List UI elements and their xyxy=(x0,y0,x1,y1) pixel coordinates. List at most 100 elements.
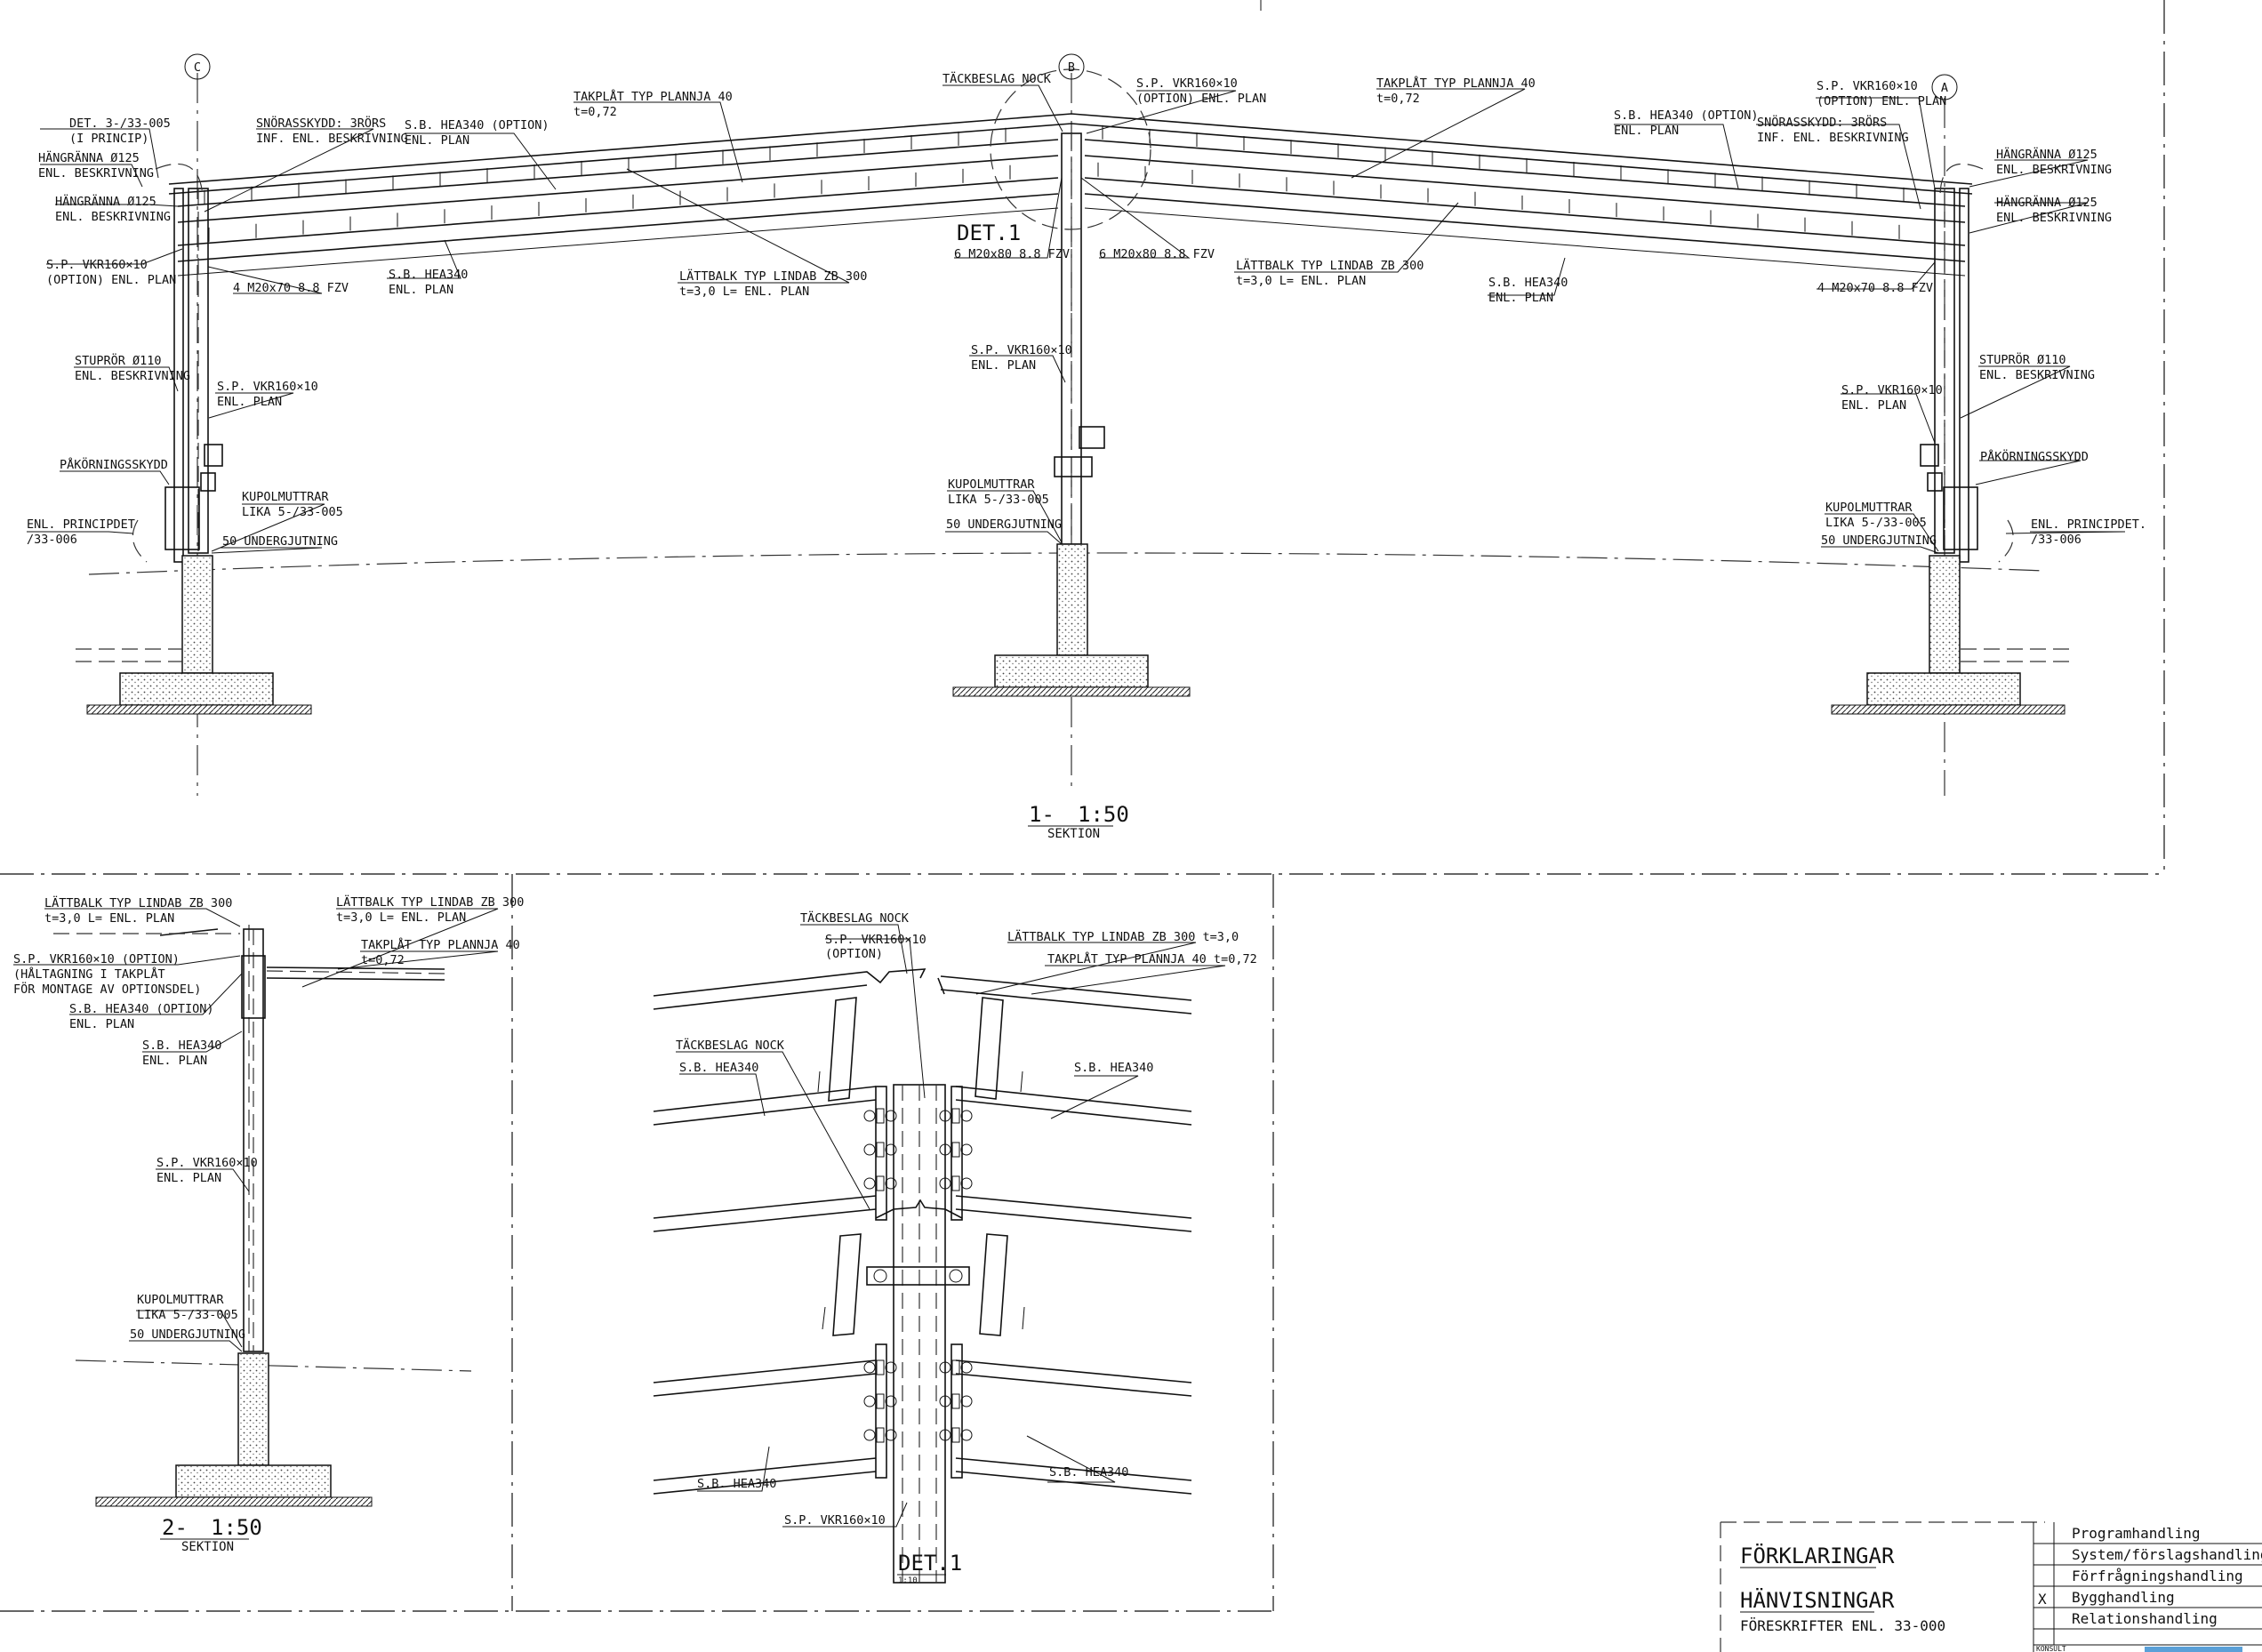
label-kupolmuttrar: KUPOLMUTTRAR xyxy=(948,477,1035,492)
label-hangranna: HÄNGRÄNNA Ø125 xyxy=(38,149,140,165)
label-tackbeslag: TÄCKBESLAG NOCK xyxy=(800,910,910,926)
bolt xyxy=(939,1177,951,1190)
label-enl-plan: ENL. PLAN xyxy=(217,395,282,409)
svg-text:1:10: 1:10 xyxy=(898,1576,918,1585)
bolt xyxy=(863,1110,876,1122)
section-1-labels: DET. 3-/33-005 (I PRINCIP) HÄNGRÄNNA Ø12… xyxy=(27,70,2146,549)
label-sp-vkr: S.P. VKR160×10 xyxy=(1817,79,1918,93)
bolt xyxy=(949,1269,963,1283)
label-sb-hea340: S.B. HEA340 xyxy=(142,1039,221,1053)
label-enl-plan: ENL. PLAN xyxy=(971,358,1036,373)
label-takplat: TAKPLÅT TYP PLANNJA 40 t=0,72 xyxy=(1047,951,1257,966)
bolt-nut xyxy=(876,1359,885,1375)
label-lattbalk-desc: t=3,0 L= ENL. PLAN xyxy=(44,911,174,926)
detail-1-labels: TÄCKBESLAG NOCK S.P. VKR160×10 (OPTION) … xyxy=(676,910,1257,1528)
grid-bubble-b: B xyxy=(1058,53,1085,80)
bolt-nut xyxy=(876,1427,885,1443)
title-block: FÖRKLARINGAR HÄNVISNINGAR FÖRESKRIFTER E… xyxy=(1720,1521,2262,1652)
svg-text:2-: 2- xyxy=(162,1515,188,1540)
label-principdet: ENL. PRINCIPDET. xyxy=(2031,517,2146,532)
legend-foreskrifter: FÖRESKRIFTER ENL. 33-000 xyxy=(1740,1617,1945,1634)
bolt-nut xyxy=(876,1142,885,1158)
bolt xyxy=(873,1269,887,1283)
label-takplat: TAKPLÅT TYP PLANNJA 40 xyxy=(361,937,520,952)
label-sb-hea340-option: S.B. HEA340 (OPTION) xyxy=(405,118,549,132)
label-lattbalk: LÄTTBALK TYP LINDAB ZB 300 xyxy=(44,894,232,910)
label-undergjutning: 50 UNDERGJUTNING xyxy=(1821,533,1937,548)
label-det1-callout: DET.1 xyxy=(957,221,1021,245)
label-stupror-desc: ENL. BESKRIVNING xyxy=(75,369,190,383)
label-hangranna: HÄNGRÄNNA Ø125 xyxy=(55,193,156,209)
label-bolts: 6 M20x80 8.8 FZV xyxy=(1099,247,1215,261)
label-kupolmuttrar-ref: LIKA 5-/33-005 xyxy=(948,493,1049,507)
stage-label: Förfrågningshandling xyxy=(2072,1568,2243,1584)
label-sp-vkr-desc: (OPTION) ENL. PLAN xyxy=(46,273,176,287)
detail-1-title: DET.1 1:10 xyxy=(897,1551,962,1585)
label-enl-plan: ENL. PLAN xyxy=(156,1171,221,1185)
label-tackbeslag: TÄCKBESLAG NOCK xyxy=(942,70,1052,86)
label-enl-plan: ENL. PLAN xyxy=(389,283,453,297)
label-hangranna: HÄNGRÄNNA Ø125 xyxy=(1996,194,2098,210)
bolt-nut xyxy=(951,1175,960,1191)
bolt xyxy=(885,1177,897,1190)
bolt xyxy=(939,1361,951,1374)
svg-text:1:50: 1:50 xyxy=(1078,802,1129,827)
detail-1-drawing: TÄCKBESLAG NOCK S.P. VKR160×10 (OPTION) … xyxy=(653,910,1257,1585)
legend-forklaringar: FÖRKLARINGAR xyxy=(1740,1543,1895,1568)
bolt xyxy=(960,1143,973,1156)
label-sp-vkr: S.P. VKR160×10 xyxy=(1136,76,1238,91)
label-hangranna: HÄNGRÄNNA Ø125 xyxy=(1996,146,2098,162)
label-kupolmuttrar-ref: LIKA 5-/33-005 xyxy=(1825,516,1927,530)
bolt xyxy=(960,1429,973,1441)
bolt xyxy=(939,1395,951,1407)
label-hangranna-desc: ENL. BESKRIVNING xyxy=(1996,211,2112,225)
label-enl-plan: ENL. PLAN xyxy=(142,1054,207,1068)
label-sp-vkr: S.P. VKR160×10 xyxy=(971,343,1072,357)
label-sp-vkr: S.P. VKR160×10 xyxy=(156,1156,258,1170)
label-sp-vkr: S.P. VKR160×10 xyxy=(784,1513,886,1528)
label-snorasskydd-desc: INF. ENL. BESKRIVNING xyxy=(256,132,408,146)
label-lattbalk: LÄTTBALK TYP LINDAB ZB 300 xyxy=(1236,257,1424,273)
label-sb-hea340-option: S.B. HEA340 (OPTION) xyxy=(1614,108,1759,123)
bolt xyxy=(863,1429,876,1441)
label-snorasskydd: SNÖRASSKYDD: 3RÖRS xyxy=(1757,114,1887,130)
svg-text:SEKTION: SEKTION xyxy=(1047,827,1100,841)
bolt-nut xyxy=(876,1108,885,1124)
label-lattbalk: LÄTTBALK TYP LINDAB ZB 300 xyxy=(336,894,524,910)
grid-bubble-c: C xyxy=(184,53,211,80)
svg-text:C: C xyxy=(194,60,201,75)
label-kupolmuttrar: KUPOLMUTTRAR xyxy=(242,490,329,504)
label-sb-hea340: S.B. HEA340 xyxy=(1074,1061,1153,1075)
label-sb-hea340: S.B. HEA340 xyxy=(1488,276,1568,290)
label-option: (OPTION) xyxy=(825,947,883,961)
label-pakorningsskydd: PÅKÖRNINGSSKYDD xyxy=(1980,448,2089,464)
column-middle xyxy=(952,132,1191,697)
label-sp-vkr-option: S.P. VKR160×10 (OPTION) xyxy=(13,952,180,966)
stage-label: Bygghandling xyxy=(2072,1589,2175,1606)
label-snorasskydd: SNÖRASSKYDD: 3RÖRS xyxy=(256,115,386,131)
label-kupolmuttrar: KUPOLMUTTRAR xyxy=(137,1293,224,1307)
label-takplat-thickness: t=0,72 xyxy=(574,105,617,119)
stage-mark: X xyxy=(2038,1591,2047,1608)
bolt xyxy=(960,1177,973,1190)
label-haltagning: (HÅLTAGNING I TAKPLÅT xyxy=(13,966,165,982)
label-undergjutning: 50 UNDERGJUTNING xyxy=(130,1327,245,1342)
bolt xyxy=(863,1177,876,1190)
label-hangranna-desc: ENL. BESKRIVNING xyxy=(38,166,154,180)
section-2-drawing: LÄTTBALK TYP LINDAB ZB 300 t=3,0 L= ENL.… xyxy=(13,894,524,1554)
label-snorasskydd-desc: INF. ENL. BESKRIVNING xyxy=(1757,131,1909,145)
label-lattbalk-desc: t=3,0 L= ENL. PLAN xyxy=(679,285,809,299)
bolt xyxy=(885,1429,897,1441)
label-principdet-ref: /33-006 xyxy=(27,533,77,547)
bolt-group xyxy=(863,1108,973,1443)
label-kupolmuttrar-ref: LIKA 5-/33-005 xyxy=(242,505,343,519)
label-principdet-ref: /33-006 xyxy=(2031,533,2082,547)
bolt xyxy=(939,1110,951,1122)
grid-bubble-a: A xyxy=(1931,74,1958,100)
bolt-nut xyxy=(951,1359,960,1375)
svg-text:1-: 1- xyxy=(1029,802,1055,827)
label-takplat-thickness: t=0,72 xyxy=(361,953,405,967)
bolt xyxy=(939,1429,951,1441)
section-2-labels: LÄTTBALK TYP LINDAB ZB 300 t=3,0 L= ENL.… xyxy=(13,894,524,1342)
label-sb-hea340-option: S.B. HEA340 (OPTION) xyxy=(69,1002,214,1016)
